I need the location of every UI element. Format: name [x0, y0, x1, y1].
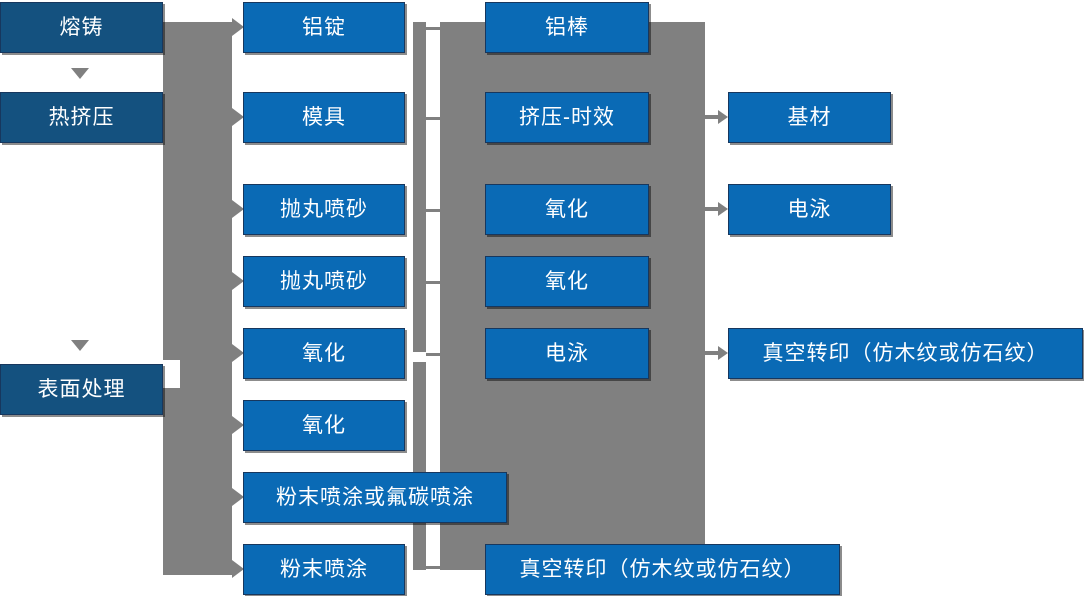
node-p-muju[interactable]: 模具: [243, 92, 405, 143]
arrow-tip-left-0: [232, 18, 244, 36]
node-label: 熔铸: [59, 16, 104, 39]
node-label: 铝锭: [302, 16, 346, 39]
arrow-tip-left-1: [232, 108, 244, 126]
node-p-yanghua2[interactable]: 氧化: [243, 400, 405, 451]
arrow-head-icon: [718, 110, 728, 124]
node-p-fenmo2[interactable]: 粉末喷涂: [243, 544, 405, 595]
node-label: 氧化: [545, 270, 589, 293]
connector-bar-mid-lower: [413, 362, 426, 570]
node-label: 基材: [787, 106, 832, 129]
connector-tick-mid-3: [426, 281, 440, 284]
arrow-head-icon: [718, 202, 728, 216]
node-label: 真空转印（仿木纹或仿石纹）: [519, 558, 806, 581]
arrow-right-1: [705, 202, 728, 216]
node-label: 铝棒: [545, 16, 589, 39]
connector-bar-left: [163, 22, 232, 575]
arrow-tip-left-6: [232, 488, 244, 506]
node-label: 粉末喷涂: [280, 558, 368, 581]
connector-stub-surface-treatment: [163, 388, 183, 391]
node-label: 电泳: [545, 342, 589, 365]
node-label: 模具: [302, 106, 346, 129]
connector-tick-mid-4: [426, 353, 440, 356]
connector-bar-mid-upper: [413, 22, 426, 352]
node-t-yanghua1[interactable]: 氧化: [485, 184, 649, 235]
arrow-tip-left-5: [232, 416, 244, 434]
node-p-fenmo1[interactable]: 粉末喷涂或氟碳喷涂: [243, 472, 507, 523]
node-label: 粉末喷涂或氟碳喷涂: [276, 486, 474, 509]
node-n-rongzhu[interactable]: 熔铸: [0, 2, 163, 53]
connector-tick-mid-1: [426, 117, 440, 120]
node-o-jicai[interactable]: 基材: [728, 92, 891, 143]
node-label: 电泳: [787, 198, 832, 221]
node-p-paowan2[interactable]: 抛丸喷砂: [243, 256, 405, 307]
node-o-dianyong[interactable]: 电泳: [728, 184, 891, 235]
node-t-lvbang[interactable]: 铝棒: [485, 2, 649, 53]
node-n-rejiya[interactable]: 热挤压: [0, 92, 163, 143]
arrow-tip-left-2: [232, 200, 244, 218]
node-label: 挤压-时效: [519, 106, 615, 129]
arrow-tip-left-7: [232, 560, 244, 578]
arrow-tip-down-0: [71, 68, 89, 79]
arrow-tip-left-3: [232, 272, 244, 290]
node-label: 抛丸喷砂: [280, 198, 368, 221]
arrow-tip-left-4: [232, 344, 244, 362]
arrow-right-0: [705, 110, 728, 124]
node-t-zhenkong[interactable]: 真空转印（仿木纹或仿石纹）: [485, 544, 840, 595]
connector-tick-mid-2: [426, 209, 440, 212]
arrow-shaft: [705, 351, 718, 355]
node-p-lvding[interactable]: 铝锭: [243, 2, 405, 53]
arrow-tip-down-1: [71, 340, 89, 351]
node-label: 氧化: [545, 198, 589, 221]
node-t-yanghua2[interactable]: 氧化: [485, 256, 649, 307]
node-label: 真空转印（仿木纹或仿石纹）: [762, 342, 1049, 365]
connector-tick-mid-0: [426, 27, 440, 30]
connector-tick-mid-bottom: [426, 566, 440, 569]
arrow-shaft: [705, 115, 718, 119]
node-label: 抛丸喷砂: [280, 270, 368, 293]
node-p-paowan1[interactable]: 抛丸喷砂: [243, 184, 405, 235]
node-o-zhenkong[interactable]: 真空转印（仿木纹或仿石纹）: [728, 328, 1083, 379]
node-t-jiya[interactable]: 挤压-时效: [485, 92, 649, 143]
node-label: 氧化: [302, 342, 346, 365]
node-p-yanghua1[interactable]: 氧化: [243, 328, 405, 379]
arrow-head-icon: [718, 346, 728, 360]
arrow-right-2: [705, 346, 728, 360]
arrow-shaft: [705, 207, 718, 211]
node-t-dianyong[interactable]: 电泳: [485, 328, 649, 379]
connector-notch: [163, 360, 180, 388]
node-label: 热挤压: [48, 106, 115, 129]
node-n-biaomian[interactable]: 表面处理: [0, 364, 163, 415]
node-label: 氧化: [302, 414, 346, 437]
node-label: 表面处理: [37, 378, 126, 401]
